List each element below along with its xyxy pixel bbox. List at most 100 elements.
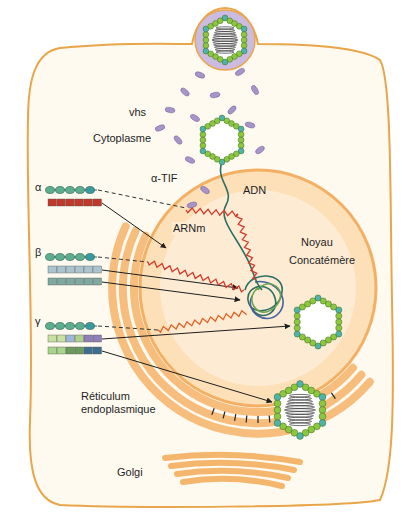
packaged-dna [290,423,311,426]
ribosome [66,254,75,261]
ribosome [46,323,55,330]
tegument-protein [179,87,190,97]
protein-segment [93,199,102,206]
tegument-protein [254,145,265,155]
capsomer [310,298,316,304]
protein-segment [48,335,57,342]
capsid-shell [278,384,323,436]
viral-envelope [195,10,255,70]
mrna-strand [148,261,244,292]
packaged-dna [286,412,315,415]
ribosome [86,254,95,261]
protein-arrows [102,203,290,402]
tegument-protein [227,105,238,116]
capsomer [294,331,300,337]
tegument-protein [194,71,205,79]
packaged-dna [289,420,312,423]
tegument-protein [210,92,221,99]
tegument-protein [199,185,210,195]
capsomer [319,413,326,420]
capsomer [241,32,247,38]
capsomer [294,313,300,319]
part-label: α [34,181,42,194]
ribosome [86,323,95,330]
ribosome [46,254,55,261]
packaged-dna [215,46,236,48]
region-label: Réticulum endoplasmique [80,390,162,416]
capsomer [291,384,298,391]
capsomer [274,420,281,427]
tegument-protein [184,156,195,165]
capsomer [200,148,206,154]
protein-segment [57,278,66,285]
packaged-dna [212,39,238,41]
protein-segment [84,347,93,354]
golgi-region: Golgi [110,446,310,498]
protein-segment [48,199,57,206]
tegument-protein [173,134,183,145]
capsomer [274,407,281,414]
capsomer [203,48,209,54]
capsomer [319,407,326,414]
capsomer [336,319,342,325]
packaged-dna [287,414,314,417]
packaged-dna [285,409,316,412]
capsomer [200,132,206,138]
capsid-shell [203,118,241,162]
capsomer [214,118,220,124]
capsomer [336,307,342,313]
protein-segment [66,335,75,342]
capsomer [336,313,342,319]
protein-segment [48,266,57,273]
capsomer [203,32,209,38]
er-region: Réticulum endoplasmique [76,150,386,444]
protein-segment [75,335,84,342]
protein-segment [75,199,84,206]
protein-segment [93,335,102,342]
packaged-dna [215,29,234,31]
concatemer-tangle [245,276,283,319]
ribosome-tick [257,416,258,423]
packaged-dna [216,27,234,29]
text-holder: Golgi [116,466,144,479]
capsomer [238,143,244,149]
protein-segment [75,347,84,354]
dashed-export-lines [98,190,186,330]
protein-segment [57,199,66,206]
packaged-dna [213,41,237,43]
capsomer [274,413,281,420]
protein-segment [84,266,93,273]
capsomer [319,394,326,401]
tegument-protein [165,107,176,114]
packaged-dna [215,32,236,34]
capsid-shell [297,298,339,346]
protein-segment [57,335,66,342]
capsomer [274,400,281,407]
packaged-dna [216,51,234,53]
protein-segment [57,266,66,273]
capsid [203,15,247,65]
mrna-strand [186,208,238,216]
protein-segment [57,347,66,354]
ribosome-tick [269,416,271,423]
capsid [200,115,244,165]
protein-segment [84,199,93,206]
region-label: Golgi [116,466,144,479]
ribosome-tick [331,393,335,399]
ribosome [46,187,55,194]
mrna-strand [158,311,247,332]
protein-segment [48,347,57,354]
protein-segment [93,266,102,273]
text-holder: vhs [128,106,147,119]
part-label: ADN [242,184,267,197]
capsomer [200,137,206,143]
capsid [294,295,342,349]
ribosome [56,323,65,330]
packaged-dna [289,397,312,400]
mrna-strand [236,214,257,280]
capsomer [238,126,244,132]
ribosome [86,187,95,194]
capsomer [238,137,244,143]
text-holder: Réticulum endoplasmique [80,390,162,416]
